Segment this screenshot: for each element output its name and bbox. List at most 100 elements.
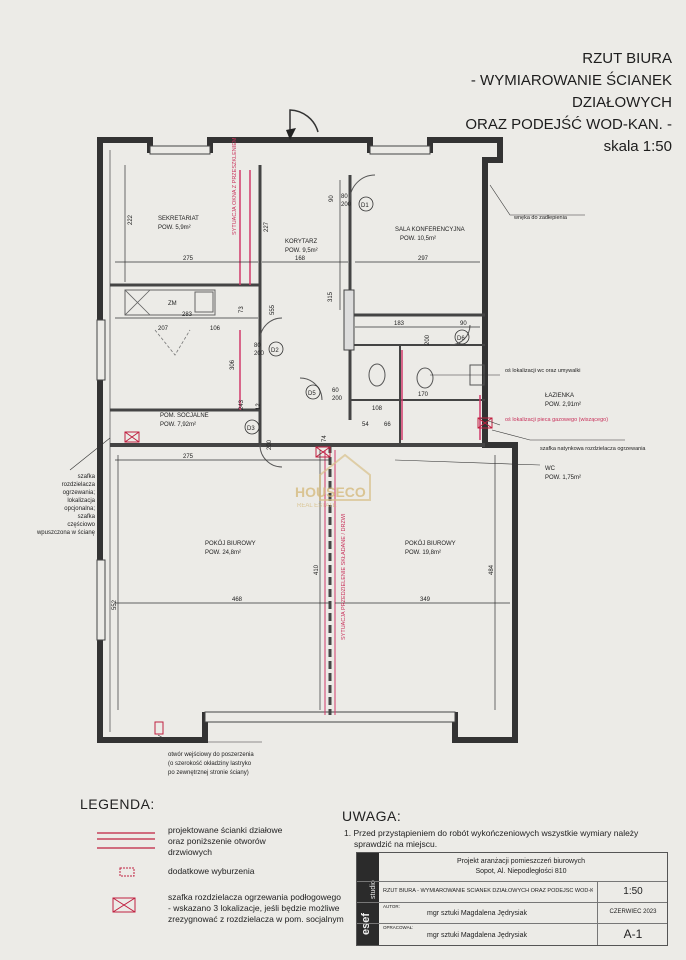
date: CZERWIEC 2023 bbox=[597, 902, 668, 923]
room-pokoj-1: POKÓJ BIUROWY bbox=[205, 540, 256, 547]
oprac-name: mgr sztuki Magdalena Jędrysiak bbox=[427, 932, 527, 939]
dim-484: 484 bbox=[489, 564, 495, 575]
legend-item-1c: drzwiowych bbox=[168, 847, 212, 857]
door-arc-d2 bbox=[259, 317, 283, 341]
partition-new-2 bbox=[324, 450, 336, 715]
legend-item-2: dodatkowe wyburzenia bbox=[168, 866, 255, 876]
uwaga-line-2: sprawdzić na miejscu. bbox=[354, 839, 438, 849]
annot-left-4: lokalizacja bbox=[67, 498, 95, 504]
kitchen-zm-cross bbox=[124, 289, 151, 316]
autor-label: AUTOR: bbox=[383, 904, 400, 909]
uwaga-line-1: 1. Przed przystąpieniem do robót wykończ… bbox=[344, 828, 639, 838]
dim-222: 222 bbox=[128, 214, 134, 225]
annot-left-8: wpuszczona w ścianę bbox=[36, 530, 96, 536]
annot-otwor-2: (o szerokość okładziny lastryko bbox=[168, 761, 252, 767]
studio-logo: esef studio bbox=[357, 853, 379, 945]
dim-200e: 200 bbox=[425, 334, 431, 345]
dim-66: 66 bbox=[384, 422, 391, 428]
window-left-lower bbox=[96, 559, 106, 641]
door-d5: D5 bbox=[308, 391, 316, 397]
side-annotations: wnęka do zadłepienia oś lokalizacji wc o… bbox=[505, 215, 646, 452]
kitchen-dashed bbox=[154, 329, 191, 356]
room-sekretariat: SEKRETARIAT bbox=[158, 216, 199, 222]
watermark-line-2: REAL ESTATE bbox=[297, 503, 337, 509]
autor-row: AUTOR: mgr sztuki Magdalena Jędrysiak CZ… bbox=[357, 902, 667, 923]
door-arc-d1 bbox=[349, 174, 376, 201]
sytuacja-text-1: SYTUACJA OKNA Z PRZESZKLENIEM bbox=[232, 137, 238, 235]
door-tag-circles bbox=[244, 196, 470, 435]
area-pokoj-2: POW. 19,8m² bbox=[405, 550, 441, 556]
dim-200d: 200 bbox=[267, 439, 273, 450]
room-sala: SALA KONFERENCYJNA bbox=[395, 227, 465, 233]
dim-315: 315 bbox=[328, 291, 334, 302]
legend-item-3c: zrezygnować z rozdzielacza w pom. socjal… bbox=[168, 914, 344, 924]
legend-symbols bbox=[97, 832, 155, 913]
door-arc-d3 bbox=[259, 444, 283, 468]
room-korytarz: KORYTARZ bbox=[285, 239, 317, 245]
watermark-house-icon bbox=[319, 453, 371, 501]
dim-275a: 275 bbox=[183, 256, 194, 262]
left-annotation: szafka rozdzielacza ogrzewania; lokaliza… bbox=[36, 474, 96, 536]
dim-275b: 275 bbox=[183, 454, 194, 460]
dim-168: 168 bbox=[295, 256, 306, 262]
leader-lines bbox=[69, 184, 625, 743]
dimension-texts: 275 168 297 222 227 80 200 90 315 555 73… bbox=[112, 194, 495, 610]
area-pokoj-1: POW. 24,8m² bbox=[205, 550, 241, 556]
dim-297: 297 bbox=[418, 256, 429, 262]
title-scale: skala 1:50 bbox=[603, 138, 672, 155]
area-sala: POW. 10,5m² bbox=[400, 236, 436, 242]
kitchen-sink bbox=[194, 291, 214, 313]
sheet-number: A-1 bbox=[597, 923, 668, 945]
annot-wc-umyw: oś lokalizacji wc oraz umywalki bbox=[505, 368, 581, 374]
legend-item-3: szafka rozdzielacza ogrzewania podłogowe… bbox=[168, 892, 344, 925]
annot-wneka: wnęka do zadłepienia bbox=[513, 215, 568, 221]
annot-left-1: szafka bbox=[78, 474, 96, 480]
toilet-2 bbox=[416, 367, 434, 389]
dim-12: 12 bbox=[256, 403, 262, 410]
annot-szafka-natynk: szafka natynkowa rozdzielacza ogrzewania bbox=[540, 446, 646, 452]
oprac-row: OPRACOWAŁ: mgr sztuki Magdalena Jędrysia… bbox=[357, 923, 667, 945]
toilet-1 bbox=[368, 363, 386, 387]
annot-left-7: częściowo bbox=[67, 522, 95, 528]
title-line-3: DZIAŁOWYCH bbox=[571, 94, 672, 111]
window-top-left bbox=[149, 145, 211, 155]
kitchen-counter bbox=[124, 289, 216, 316]
annot-otwor-3: po zewnętrznej stronie ściany) bbox=[168, 770, 249, 776]
scale-value: 1:50 bbox=[597, 881, 668, 902]
uwaga-note: 1. Przed przystąpieniem do robót wykończ… bbox=[344, 828, 638, 850]
sytuacja-text-2: SYTUACJA PRZEDZIELENIE SKŁADANE / DRZWI bbox=[341, 513, 347, 640]
watermark-line-1: HOUSECO bbox=[295, 484, 366, 500]
door-arc-d6 bbox=[449, 324, 471, 346]
project-info: Projekt aranżacji pomieszczeń biurowych … bbox=[381, 857, 661, 877]
title-line-4: ORAZ PODEJŚĆ WOD-KAN. - bbox=[465, 116, 672, 133]
title-line-1: RZUT BIURA bbox=[582, 50, 672, 67]
title-block: esef studio Projekt aranżacji pomieszcze… bbox=[356, 852, 668, 946]
dim-243: 243 bbox=[239, 399, 245, 410]
annot-otwor-1: otwór wejściowy do poszerzenia bbox=[168, 752, 254, 758]
title-row: RZUT BIURA - WYMIAROWANIE ŚCIANEK DZIAŁO… bbox=[357, 881, 667, 902]
room-wc: WC bbox=[545, 466, 556, 472]
area-lazienka: POW. 2,91m² bbox=[545, 402, 581, 408]
room-lazienka: ŁAZIENKA bbox=[545, 393, 574, 399]
legend-heading: LEGENDA: bbox=[80, 796, 155, 812]
dim-410: 410 bbox=[314, 564, 320, 575]
dim-468: 468 bbox=[232, 597, 243, 603]
dim-73: 73 bbox=[239, 306, 245, 313]
legend-item-1: projektowane ścianki działowe oraz poniż… bbox=[168, 825, 282, 858]
dim-90b: 90 bbox=[460, 321, 467, 327]
dim-306: 306 bbox=[230, 359, 236, 370]
dim-183: 183 bbox=[394, 321, 405, 327]
dim-108: 108 bbox=[372, 406, 383, 412]
dim-74: 74 bbox=[322, 435, 328, 442]
drawing-title: RZUT BIURA - WYMIAROWANIE ŚCIANEK DZIAŁO… bbox=[465, 48, 672, 158]
project-line-1: Projekt aranżacji pomieszczeń biurowych bbox=[457, 858, 585, 865]
annot-left-3: ogrzewania; bbox=[63, 490, 96, 496]
dim-106: 106 bbox=[210, 326, 221, 332]
area-socjalne: POW. 7,92m² bbox=[160, 422, 196, 428]
door-d1: D1 bbox=[361, 203, 369, 209]
dim-283: 283 bbox=[182, 312, 193, 318]
dim-200a: 200 bbox=[341, 202, 352, 208]
dim-90a: 90 bbox=[329, 195, 335, 202]
column bbox=[343, 289, 355, 351]
project-line-2: Sopot, Al. Niepodległości 810 bbox=[475, 868, 567, 875]
